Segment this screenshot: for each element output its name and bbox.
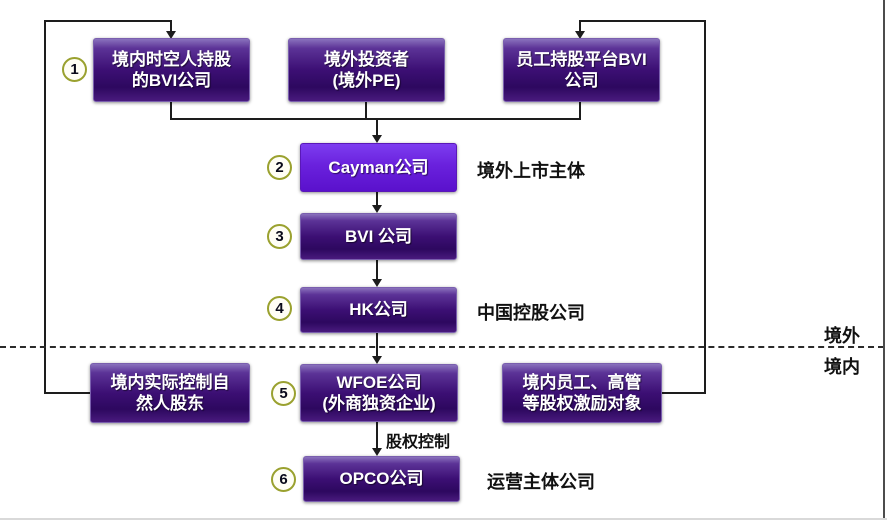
connector-stem-esop <box>579 20 581 31</box>
connector-left-bottom <box>44 392 92 394</box>
annotation-cayman: 境外上市主体 <box>477 161 585 181</box>
connector-drop-investors <box>365 98 367 120</box>
step-badge-4: 4 <box>267 296 292 321</box>
region-label-onshore: 境内 <box>824 357 860 377</box>
node-hk: HK公司 <box>300 287 457 333</box>
annotation-hk: 中国控股公司 <box>477 303 585 323</box>
step-badge-2: 2 <box>267 155 292 180</box>
slide-bottom-border <box>0 518 887 520</box>
node-wfoe: WFOE公司 (外商独资企业) <box>300 364 458 422</box>
node-incentive-targets: 境内员工、高管 等股权激励对象 <box>502 363 662 423</box>
node-label: 境内实际控制自 然人股东 <box>110 372 230 413</box>
node-label: 员工持股平台BVI 公司 <box>516 49 647 90</box>
node-label: Cayman公司 <box>328 157 429 177</box>
connector-bvi-hk <box>376 258 378 279</box>
connector-drop-esop <box>579 100 581 120</box>
connector-wfoe-opco <box>376 420 378 448</box>
connector-to-cayman <box>376 118 378 135</box>
node-founders-bvi: 境内时空人持股 的BVI公司 <box>93 38 250 102</box>
node-esop-bvi: 员工持股平台BVI 公司 <box>503 38 660 102</box>
connector-right-riser <box>704 20 706 393</box>
step-badge-1: 1 <box>62 57 87 82</box>
offshore-onshore-divider <box>0 346 884 348</box>
node-label: HK公司 <box>349 300 408 320</box>
connector-top-left <box>44 20 172 22</box>
step-badge-6: 6 <box>271 467 296 492</box>
arrowhead-down-icon <box>372 205 382 213</box>
node-offshore-investors: 境外投资者 (境外PE) <box>288 38 445 102</box>
node-label: WFOE公司 (外商独资企业) <box>322 372 436 413</box>
node-label: 境内时空人持股 的BVI公司 <box>112 49 231 90</box>
step-number: 5 <box>279 385 288 402</box>
annotation-opco: 运营主体公司 <box>487 472 595 492</box>
node-domestic-shareholders: 境内实际控制自 然人股东 <box>90 363 250 423</box>
slide-right-border <box>883 0 885 519</box>
connector-stem-founders <box>170 20 172 31</box>
step-number: 3 <box>275 228 284 245</box>
node-label: 境外投资者 (境外PE) <box>324 49 409 90</box>
node-label: OPCO公司 <box>339 469 424 489</box>
node-label: BVI 公司 <box>344 226 413 246</box>
step-badge-5: 5 <box>271 381 296 406</box>
node-opco: OPCO公司 <box>303 456 460 502</box>
connector-top-right <box>580 20 706 22</box>
connector-left-riser <box>44 20 46 393</box>
arrowhead-down-icon <box>372 356 382 364</box>
connector-top-bus <box>170 118 581 120</box>
arrowhead-down-icon <box>575 31 585 39</box>
connector-drop-founders <box>170 100 172 120</box>
connector-right-bottom <box>660 392 706 394</box>
step-number: 4 <box>275 300 284 317</box>
step-number: 2 <box>275 159 284 176</box>
region-label-offshore: 境外 <box>824 326 860 346</box>
arrowhead-down-icon <box>372 448 382 456</box>
node-label: 境内员工、高管 等股权激励对象 <box>522 372 642 413</box>
node-cayman: Cayman公司 <box>300 143 457 192</box>
step-badge-3: 3 <box>267 224 292 249</box>
node-bvi: BVI 公司 <box>300 213 457 260</box>
arrowhead-down-icon <box>166 31 176 39</box>
step-number: 1 <box>70 61 79 78</box>
step-number: 6 <box>279 471 288 488</box>
connector-cayman-bvi <box>376 190 378 205</box>
arrowhead-down-icon <box>372 279 382 287</box>
connector-hk-wfoe <box>376 331 378 356</box>
edge-label-equity-control: 股权控制 <box>386 434 451 451</box>
arrowhead-down-icon <box>372 135 382 143</box>
